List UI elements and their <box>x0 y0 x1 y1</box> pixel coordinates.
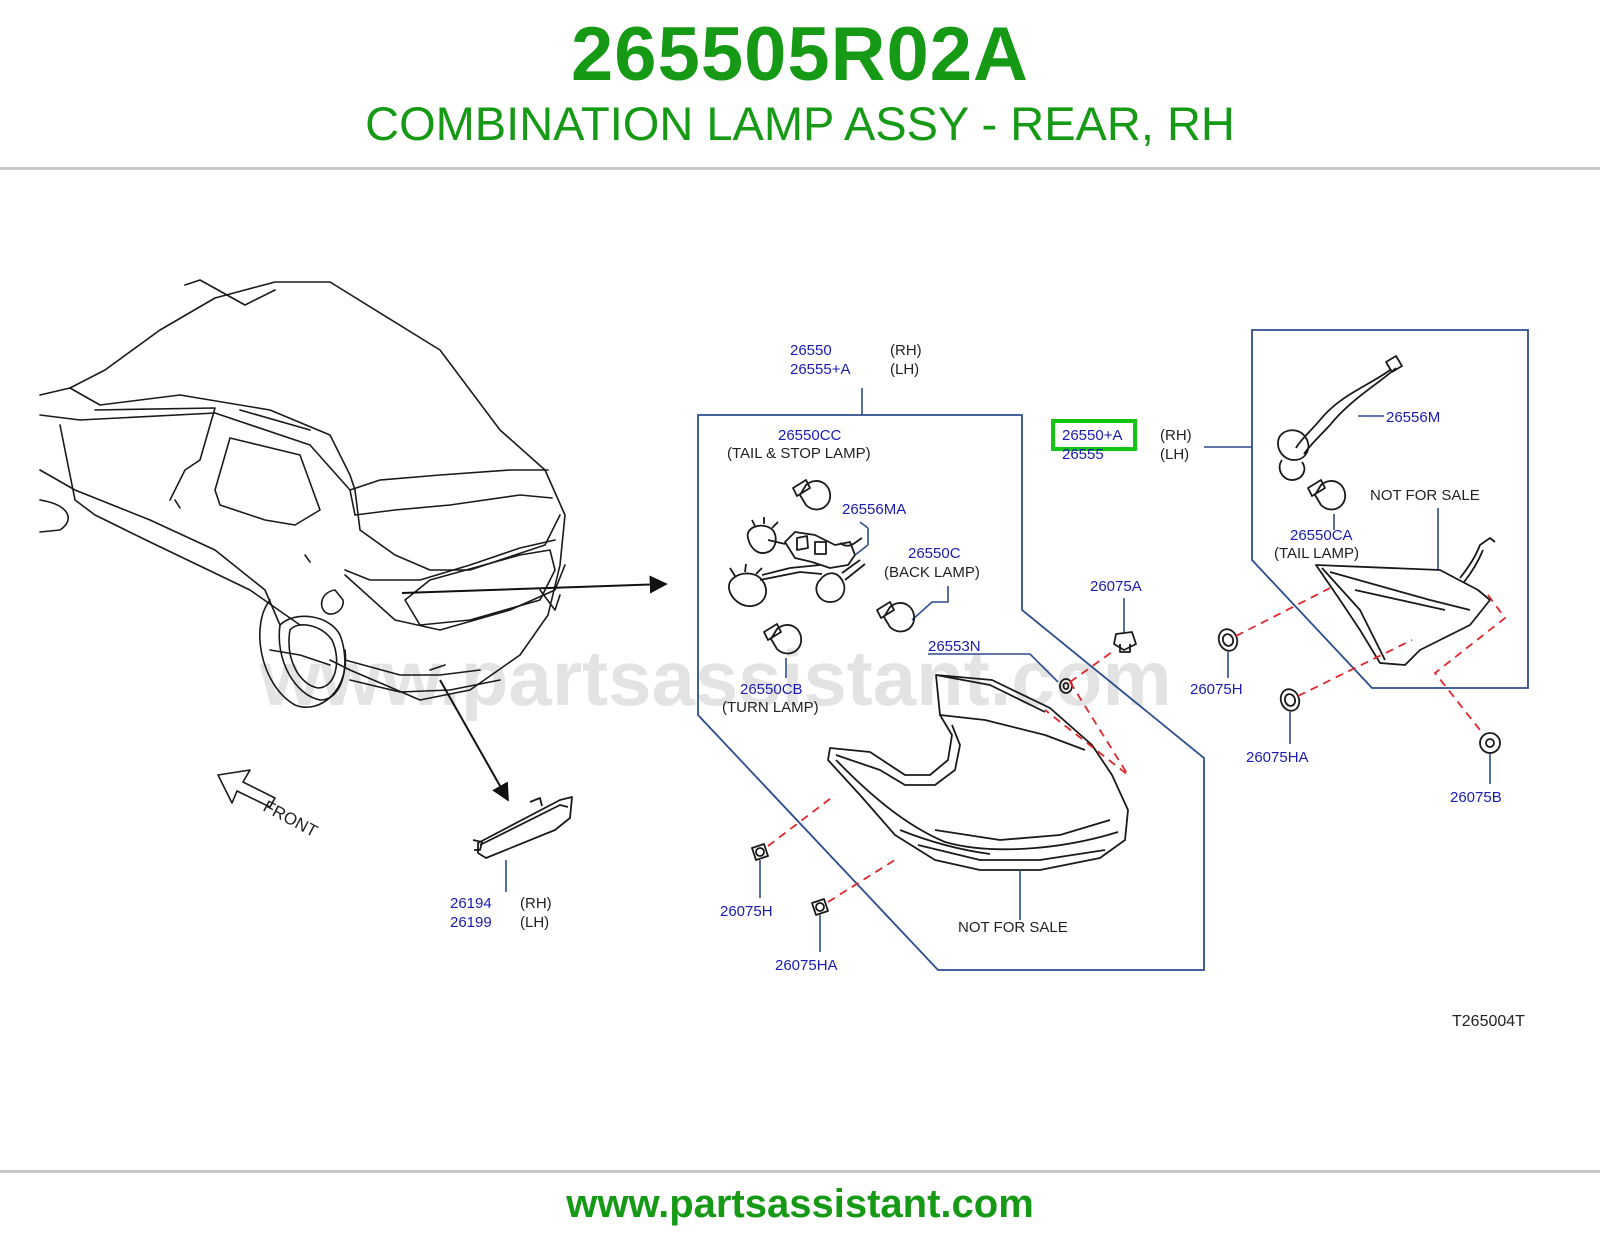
arrow-to-side-marker <box>439 679 509 802</box>
dash-line-6 <box>1297 639 1413 697</box>
dash-line-5 <box>1235 587 1331 637</box>
leader-26550c <box>911 586 949 621</box>
main-assembly-frame <box>697 414 1205 971</box>
label-26556ma: 26556MA <box>842 501 906 518</box>
bulb-tail-lamp-26550ca <box>1307 479 1346 511</box>
label-26075h-right: 26075H <box>1190 681 1243 698</box>
bulb-tail-stop-lamp <box>792 479 831 511</box>
label-26194: 26194 <box>450 895 492 912</box>
dash-line-4 <box>1069 651 1113 683</box>
part-number-title: 265505R02A <box>571 12 1029 97</box>
label-26550ca: 26550CA <box>1290 527 1353 544</box>
label-26075a: 26075A <box>1090 578 1142 595</box>
label-26555a-side: (LH) <box>890 361 919 378</box>
label-26075ha-left: 26075HA <box>775 957 838 974</box>
footer-url-link[interactable]: www.partsassistant.com <box>566 1182 1034 1226</box>
label-26555: 26555 <box>1062 446 1104 463</box>
header-divider <box>0 167 1600 170</box>
part-description: COMBINATION LAMP ASSY - REAR, RH <box>365 97 1235 150</box>
label-26550a-highlighted: 26550+A <box>1062 427 1122 444</box>
label-26550ca-desc: (TAIL LAMP) <box>1274 545 1359 562</box>
label-26075ha-right: 26075HA <box>1246 749 1309 766</box>
screw-26075a <box>1113 631 1137 653</box>
harness-26556ma <box>728 517 866 607</box>
highlight-box-26550a <box>1051 419 1137 451</box>
dash-line-7 <box>1433 594 1507 731</box>
label-26550c: 26550C <box>908 545 961 562</box>
inner-lamp-frame <box>1251 329 1529 689</box>
header: 265505R02A COMBINATION LAMP ASSY - REAR,… <box>0 0 1600 168</box>
label-26550: 26550 <box>790 342 832 359</box>
nut-26075h-left <box>751 843 769 861</box>
label-26550cb-desc: (TURN LAMP) <box>722 699 819 716</box>
label-26555-side: (LH) <box>1160 446 1189 463</box>
label-26556m: 26556M <box>1386 409 1440 426</box>
label-26075h-left: 26075H <box>720 903 773 920</box>
label-26075b: 26075B <box>1450 789 1502 806</box>
car-illustration: FRONT <box>39 279 566 841</box>
nut-26075ha-right <box>1279 688 1301 712</box>
side-marker-lamp <box>472 796 573 859</box>
rear-combination-lamp <box>827 674 1129 871</box>
clip-26075b <box>1479 732 1501 754</box>
label-nfs-upper: NOT FOR SALE <box>1370 487 1480 504</box>
harness-26556m <box>1277 355 1403 481</box>
label-26199-side: (LH) <box>520 914 549 931</box>
leader-26556ma <box>859 521 869 529</box>
label-nfs-lower: NOT FOR SALE <box>958 919 1068 936</box>
label-26555a: 26555+A <box>790 361 850 378</box>
leader-26556ma-c <box>854 544 869 556</box>
label-26550-side: (RH) <box>890 342 922 359</box>
label-26550cc: 26550CC <box>778 427 842 444</box>
label-26550cc-desc: (TAIL & STOP LAMP) <box>727 445 871 462</box>
nut-26075h-right <box>1217 628 1239 652</box>
bulb-turn-lamp <box>763 623 802 655</box>
watermark-text: www.partsassistant.com <box>259 634 1172 722</box>
inner-combination-lamp <box>1315 537 1496 666</box>
label-26199: 26199 <box>450 914 492 931</box>
leader-26553n <box>928 653 1059 683</box>
footer-divider <box>0 1170 1600 1173</box>
diagram-code: T265004T <box>1452 1013 1525 1030</box>
label-26553n: 26553N <box>928 638 981 655</box>
front-label: FRONT <box>260 797 321 841</box>
label-26550cb: 26550CB <box>740 681 803 698</box>
label-26550a-side: (RH) <box>1160 427 1192 444</box>
parts-diagram: www.partsassistant.com FRONT <box>39 279 1529 1030</box>
dash-line-1 <box>767 794 836 847</box>
arrow-to-lamp-assy <box>401 575 668 594</box>
label-26550c-desc: (BACK LAMP) <box>884 564 980 581</box>
label-26194-side: (RH) <box>520 895 552 912</box>
nut-26075ha-left <box>811 898 829 916</box>
bulb-back-lamp <box>876 601 915 633</box>
